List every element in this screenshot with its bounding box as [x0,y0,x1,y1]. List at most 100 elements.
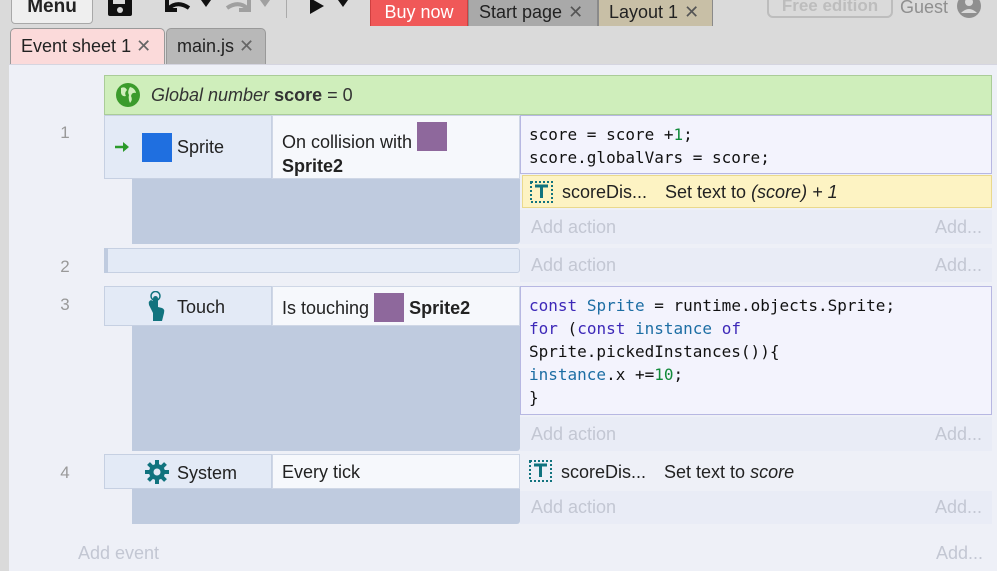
code-text: score = score + [529,125,674,144]
event-1-action-object: scoreDis... [562,182,648,202]
tab-main-js-label: main.js [177,36,235,56]
close-icon[interactable]: ✕ [684,2,700,22]
tab-main-js[interactable]: main.js✕ [166,28,266,64]
user-icon[interactable] [955,0,983,18]
code-identifier: instance [635,319,713,338]
touch-hand-icon [148,291,165,321]
tab-event-sheet-1[interactable]: Event sheet 1✕ [10,28,165,64]
event-sheet: Global number score = 0 1 Sprite On coll… [9,64,997,571]
add-more-footer[interactable]: Add... [936,543,984,563]
tab-start-page[interactable]: Start page✕ [468,0,598,26]
event-3-script-block[interactable]: const Sprite = runtime.objects.Sprite; f… [520,286,992,415]
add-action-button[interactable]: Add action Add... [520,491,992,524]
code-keyword: const [529,296,578,315]
event-4-object-cell[interactable]: System [104,454,272,489]
add-more-label[interactable]: Add... [934,217,982,237]
close-icon[interactable]: ✕ [239,36,255,56]
event-1-action[interactable]: scoreDis... Set text to (score) + 1 [522,175,992,208]
tab-layout-1-label: Layout 1 [609,2,679,22]
event-2-condition-area[interactable] [104,248,520,273]
redo-icon[interactable] [223,0,253,18]
action-prefix: Set text to [665,182,747,202]
code-line: for (const instance of [529,319,741,338]
close-icon[interactable]: ✕ [568,2,584,22]
code-text: ; [673,365,684,384]
add-action-button[interactable]: Add action Add... [520,417,992,451]
event-4-left-gap [104,489,132,524]
code-text: = runtime.objects.Sprite; [654,296,896,315]
add-action-button[interactable]: Add action Add... [520,248,992,282]
code-text: ( [567,319,578,338]
event-1-object-cell[interactable]: Sprite [104,115,272,179]
undo-icon[interactable] [163,0,193,18]
event-3-condition-target: Sprite2 [409,298,471,318]
event-4-object-name: System [177,463,238,483]
event-4-action-text: Set text to score [664,462,794,483]
add-event-button[interactable]: Add event [78,543,160,563]
event-1-condition-target: Sprite2 [282,156,344,176]
global-var-name: score [274,85,323,105]
event-3-condition[interactable]: Is touching Sprite2 [272,286,520,326]
gear-icon [145,460,169,484]
event-1-script-block[interactable]: score = score +1; score.globalVars = sco… [520,115,992,174]
action-expression: score [750,462,795,482]
close-icon[interactable]: ✕ [136,36,152,56]
save-icon[interactable] [107,0,133,18]
event-number: 1 [60,123,70,142]
trigger-arrow-icon [115,142,129,152]
sprite-object-icon [142,133,172,162]
code-keyword: for [529,319,558,338]
event-2-left-edge [104,248,108,273]
code-keyword: of [721,319,741,338]
code-identifier: instance [529,365,607,384]
event-3-object-name: Touch [177,297,226,317]
event-3-object-cell[interactable]: Touch [104,286,272,326]
code-line: Sprite.pickedInstances()){ [529,342,780,361]
user-name[interactable]: Guest [900,0,949,17]
tab-buy-now-label: Buy now [384,2,454,22]
menu-button[interactable]: Menu [11,0,93,24]
undo-dropdown-icon[interactable] [200,0,212,10]
add-action-label: Add action [531,217,617,237]
add-more-label[interactable]: Add... [934,424,982,444]
code-text: .x += [606,365,655,384]
add-action-label: Add action [531,497,617,517]
event-4-condition[interactable]: Every tick [272,454,520,489]
tab-buy-now[interactable]: Buy now [370,0,468,26]
event-number: 4 [60,463,70,482]
code-text: ; [683,125,693,144]
play-dropdown-icon[interactable] [337,0,349,10]
code-line: instance.x +=10; [529,365,683,384]
free-edition-badge[interactable]: Free edition [767,0,893,18]
event-1-condition[interactable]: On collision with Sprite2 [272,115,520,179]
add-action-label: Add action [531,255,617,275]
tab-event-sheet-1-label: Event sheet 1 [21,36,132,56]
redo-dropdown-icon[interactable] [259,0,271,10]
add-action-button[interactable]: Add action Add... [520,210,992,244]
add-more-label[interactable]: Add... [934,497,982,517]
add-more-label[interactable]: Add... [934,255,982,275]
event-1-object-name: Sprite [177,137,225,157]
code-number: 10 [654,365,674,384]
play-icon[interactable] [307,0,327,18]
code-identifier: Sprite [586,296,645,315]
event-1-left-gap [104,179,132,244]
code-line: score = score +1; [529,125,693,144]
toolbar-divider [286,0,287,18]
event-1-condition-prefix: On collision with [282,132,413,152]
action-prefix: Set text to [664,462,746,482]
action-suffix: + 1 [812,182,838,202]
global-variable-row[interactable]: Global number score = 0 [104,75,992,115]
code-line: const Sprite = runtime.objects.Sprite; [529,296,895,315]
code-keyword: const [577,319,626,338]
event-number: 2 [60,257,70,276]
main-toolbar: Menu Buy now Start page✕ Layout 1✕ Free … [0,0,997,26]
code-number: 1 [673,125,684,144]
event-3-left-gap [104,326,132,451]
global-variable-text: Global number score = 0 [151,76,353,114]
text-object-icon [529,460,552,482]
globe-icon [116,83,140,107]
tab-layout-1[interactable]: Layout 1✕ [598,0,713,26]
code-line: } [529,388,539,407]
event-4-action[interactable]: scoreDis... Set text to score [520,454,992,489]
